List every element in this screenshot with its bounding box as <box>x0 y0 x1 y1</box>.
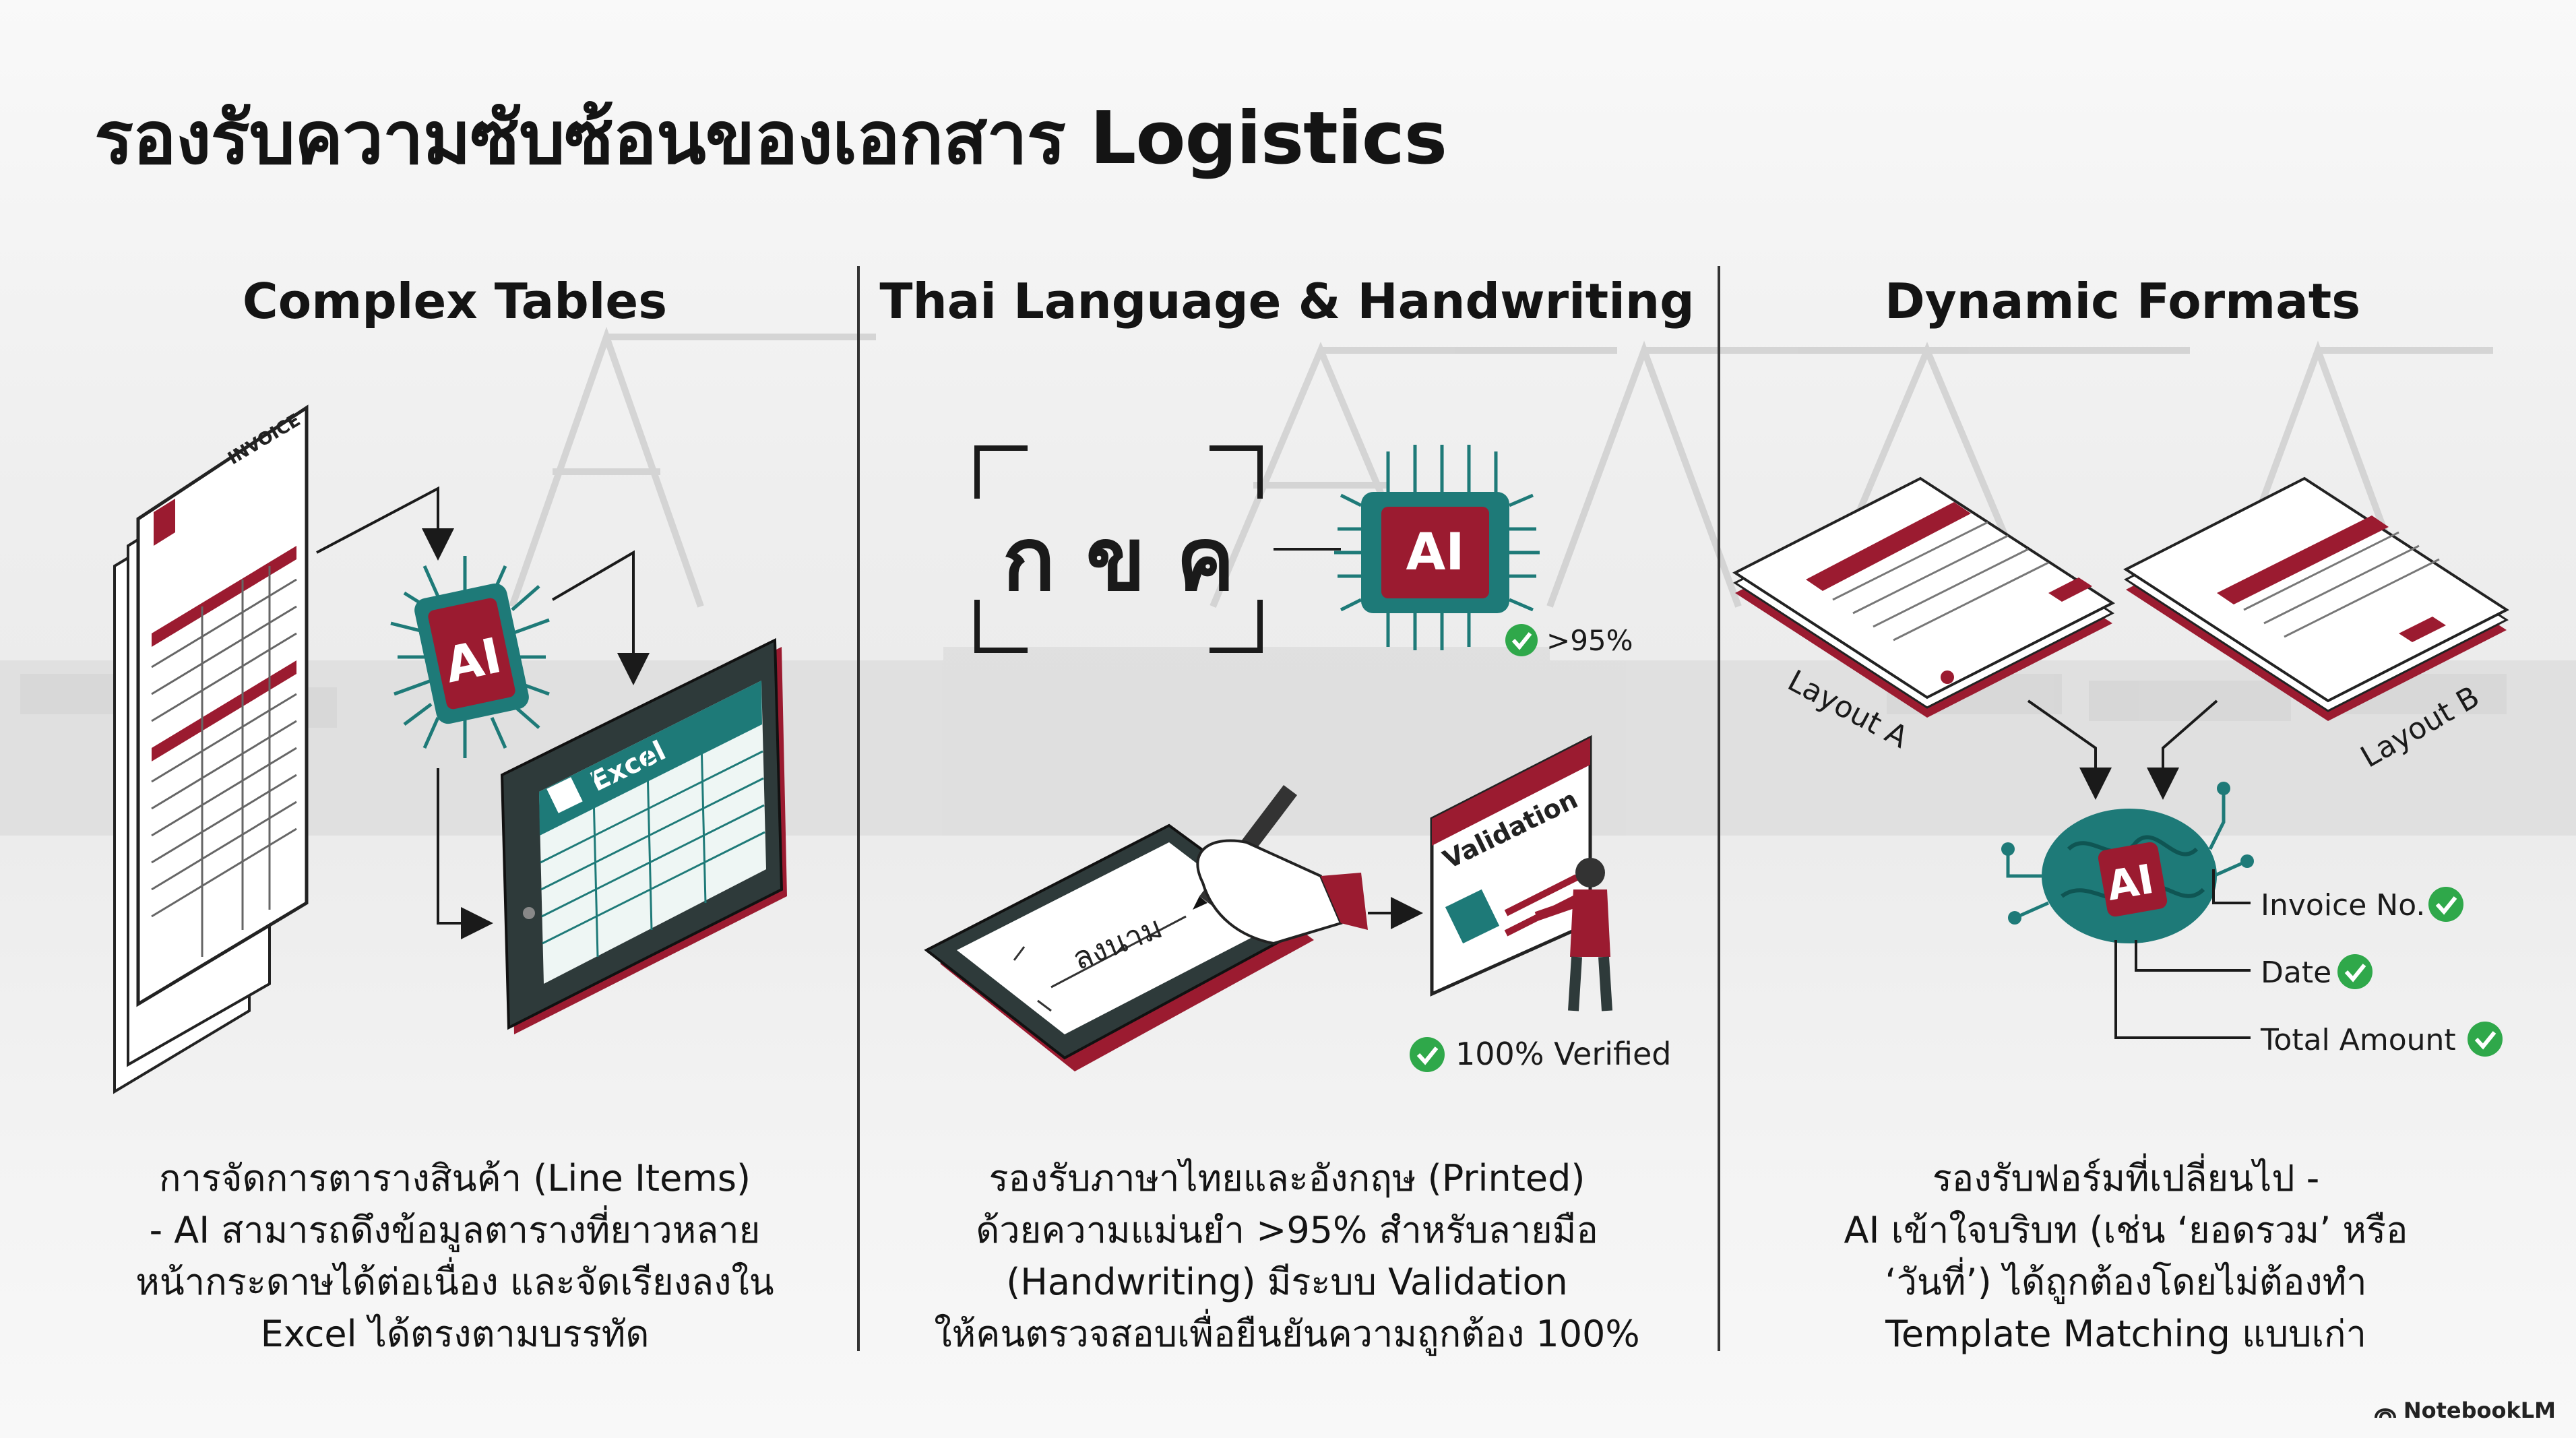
validation-window: Validation <box>1430 734 1592 997</box>
verified-label: 100% Verified <box>1455 1036 1672 1072</box>
heading-dynamic-formats: Dynamic Formats <box>1884 273 2361 330</box>
layout-a-document <box>1732 476 2115 718</box>
chip-label-3: AI <box>2104 856 2158 910</box>
ai-chip-icon: AI <box>390 556 550 758</box>
layout-b-document <box>2123 476 2509 721</box>
field-date: Date <box>2261 956 2331 990</box>
heading-thai-handwriting: Thai Language & Handwriting <box>879 273 1695 330</box>
invoice-stack: INVOICE <box>113 404 309 1094</box>
pen-icon <box>1193 785 1368 945</box>
verified-check-icon <box>1410 1037 1445 1072</box>
flow-arrows-tables <box>316 486 650 939</box>
chip-label-2: AI <box>1406 522 1464 582</box>
tablet-excel: Excel <box>500 637 787 1034</box>
heading-complex-tables: Complex Tables <box>242 273 668 330</box>
field-connectors <box>2114 869 2251 1039</box>
description-dynamic-formats: รองรับฟอร์มที่เปลี่ยนไป - AI เข้าใจบริบท… <box>1844 1157 2408 1355</box>
column-divider-2 <box>1718 266 1720 1351</box>
ai-chip-icon-2: AI <box>1334 445 1540 650</box>
brain-icon: AI <box>2001 782 2254 943</box>
field-invoice-no: Invoice No. <box>2261 888 2425 923</box>
thai-characters: ก ข ค <box>1002 508 1234 611</box>
chip-label: AI <box>440 627 506 693</box>
field-total-amount: Total Amount <box>2260 1023 2456 1057</box>
notebook-logo-icon <box>2374 1408 2396 1418</box>
person-icon <box>1534 858 1612 1011</box>
flow-arrows-formats <box>2027 699 2218 800</box>
description-complex-tables: การจัดการตารางสินค้า (Line Items) - AI ส… <box>135 1157 774 1355</box>
field-check-icons <box>2337 887 2503 1057</box>
notebooklm-watermark: NotebookLM <box>2374 1398 2556 1423</box>
check-circle-icon <box>1505 624 1538 656</box>
description-thai-handwriting: รองรับภาษาไทยและอังกฤษ (Printed) ด้วยควา… <box>934 1157 1640 1355</box>
column-divider-1 <box>857 266 860 1351</box>
page-title: รองรับความซับซ้อนของเอกสาร Logistics <box>94 96 1447 181</box>
scan-frame <box>974 445 1263 653</box>
accuracy-label: >95% <box>1546 624 1633 657</box>
